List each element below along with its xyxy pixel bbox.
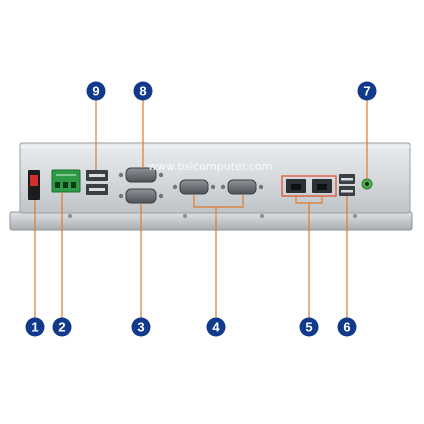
callout-1-label: 1 [31,320,38,335]
callout-4: 4 [206,317,226,337]
callout-8: 8 [133,81,153,101]
usb-ports-left [86,170,108,195]
callout-9: 9 [86,81,106,101]
screw [260,214,264,218]
callout-8-label: 8 [139,84,146,99]
callout-4-label: 4 [212,320,220,335]
leader-lines [34,100,368,318]
callout-7-label: 7 [363,84,370,99]
callout-9-label: 9 [92,84,99,99]
watermark: www.bsicomputer.com [148,160,272,173]
screw [183,214,187,218]
screw [353,214,357,218]
usb-ports-right [339,174,355,196]
audio-jack [361,178,373,190]
callout-5-label: 5 [305,320,312,335]
screw [68,214,72,218]
callout-6-label: 6 [343,320,350,335]
power-switch [28,170,40,200]
serial-port-upper [118,167,164,183]
callout-6: 6 [337,317,357,337]
callout-7: 7 [357,81,377,101]
leader-line-4 [193,194,244,208]
callout-3-label: 3 [137,320,144,335]
callout-1: 1 [25,317,45,337]
callout-2-label: 2 [58,320,65,335]
callout-2: 2 [52,317,72,337]
lan-ports [281,175,337,197]
callout-3: 3 [131,317,151,337]
serial-port-pair [172,179,264,195]
callout-5: 5 [299,317,319,337]
dc-in-terminal-block [51,169,81,193]
